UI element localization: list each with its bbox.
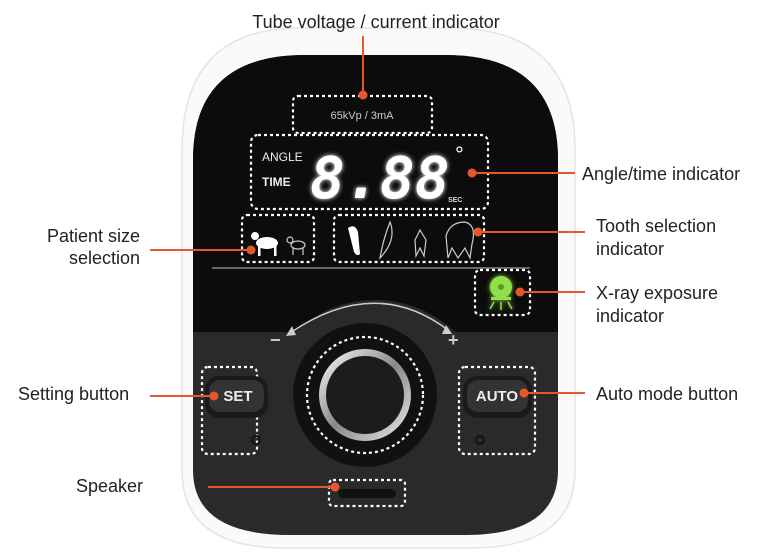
digit-display: 8.88 (310, 144, 450, 212)
angle-label: ANGLE (262, 150, 303, 164)
sec-label: SEC (448, 197, 462, 204)
label-xray-1: X-ray exposure (596, 283, 718, 303)
auto-button[interactable]: AUTO (463, 376, 532, 418)
label-patient-2: selection (69, 248, 140, 268)
canine-icon (379, 220, 393, 260)
minus-label: − (270, 330, 281, 350)
incisor-icon (348, 226, 360, 256)
label-speaker: Speaker (76, 476, 143, 496)
label-set: Setting button (18, 384, 129, 404)
xray-exposure-icon (489, 276, 513, 310)
speaker-grille (338, 489, 396, 498)
degree-symbol: ° (455, 142, 464, 167)
time-label: TIME (262, 175, 291, 189)
set-indicator-led (251, 435, 261, 445)
label-patient-1: Patient size (47, 226, 140, 246)
premolar-icon (414, 228, 427, 259)
patient-size-selector[interactable] (240, 213, 316, 264)
set-button[interactable]: SET (205, 376, 268, 418)
label-tube-indicator: Tube voltage / current indicator (252, 12, 499, 32)
callouts (150, 36, 585, 492)
label-angle-time: Angle/time indicator (582, 164, 740, 184)
label-auto: Auto mode button (596, 384, 738, 404)
dial-direction-arc (289, 302, 449, 334)
auto-button-label: AUTO (476, 388, 519, 405)
label-tooth-1: Tooth selection (596, 216, 716, 236)
label-tooth-2: indicator (596, 239, 664, 259)
tube-readout: 65kVp / 3mA (331, 110, 395, 122)
auto-indicator-led (475, 435, 485, 445)
small-dog-icon (286, 236, 306, 255)
large-dog-icon (251, 232, 278, 256)
molar-icon (445, 221, 475, 260)
control-dial[interactable] (319, 349, 411, 441)
plus-label: + (448, 330, 459, 350)
set-button-label: SET (223, 388, 252, 405)
label-xray-2: indicator (596, 306, 664, 326)
